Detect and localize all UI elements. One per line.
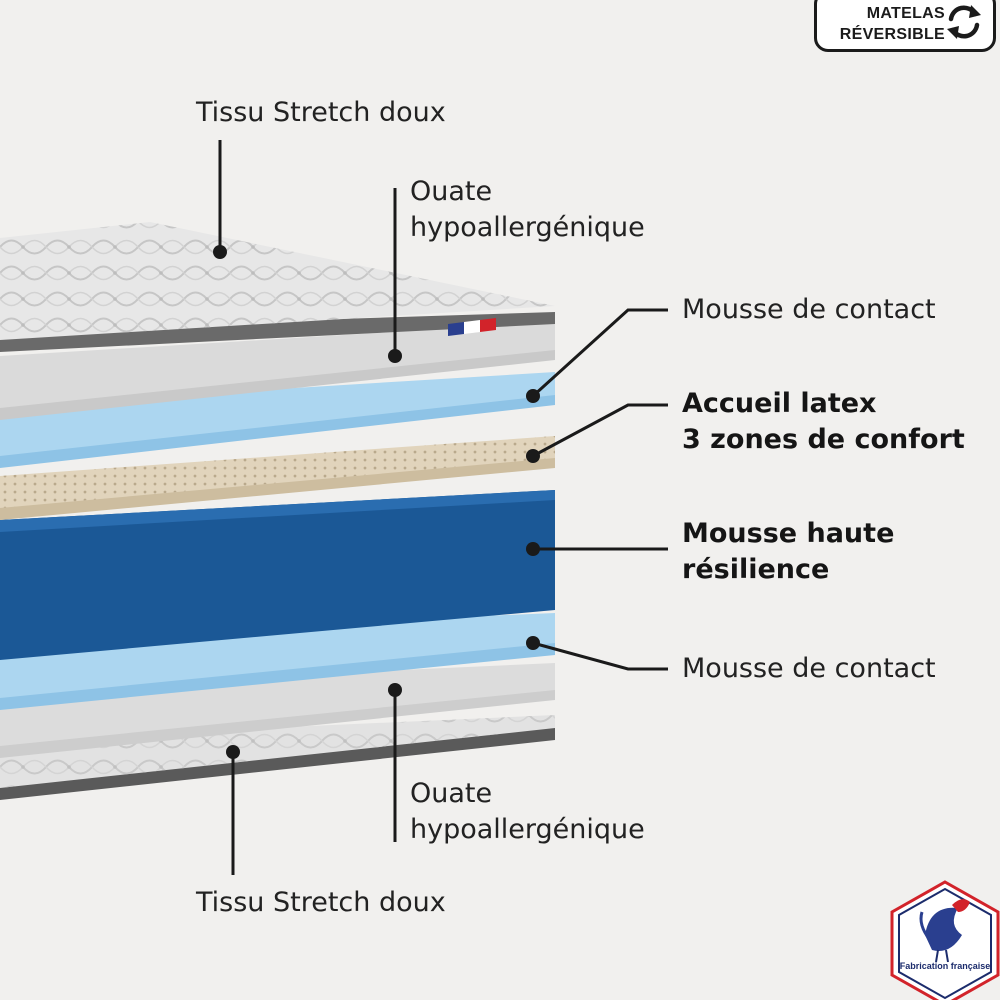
layer-top-tissu xyxy=(0,222,555,352)
rooster-icon xyxy=(919,899,970,963)
label-bottom-ouate: Ouate hypoallergénique xyxy=(410,776,645,848)
leader-lines xyxy=(218,140,668,875)
layer-accueil-latex xyxy=(0,436,555,520)
label-bottom-ouate-line-1: Ouate xyxy=(410,778,493,809)
leader-dots xyxy=(213,245,540,759)
label-top-ouate-line-1: Ouate xyxy=(410,176,493,207)
label-bottom-mousse-contact: Mousse de contact xyxy=(682,653,936,684)
label-top-ouate: Ouate hypoallergénique xyxy=(410,174,645,246)
label-bottom-tissu: Tissu Stretch doux xyxy=(196,887,446,918)
logo-caption: Fabrication française xyxy=(899,961,991,971)
label-top-ouate-line-2: hypoallergénique xyxy=(410,212,645,243)
label-haute-line-2: résilience xyxy=(682,554,830,585)
layer-top-mousse-contact xyxy=(0,372,555,468)
french-flag-tag xyxy=(448,318,496,336)
layer-bottom-tissu xyxy=(0,715,555,800)
fabrication-francaise-logo xyxy=(890,880,1000,1000)
layer-mousse-haute-resilience xyxy=(0,490,555,660)
label-accueil-latex: Accueil latex 3 zones de confort xyxy=(682,386,965,458)
label-latex-line-1: Accueil latex xyxy=(682,388,877,419)
refresh-icon xyxy=(947,5,981,39)
label-top-tissu: Tissu Stretch doux xyxy=(196,97,446,128)
leader-latex xyxy=(532,403,668,458)
label-mousse-haute-resilience: Mousse haute résilience xyxy=(682,516,894,588)
badge-line-1: MATELAS xyxy=(866,5,945,22)
leader-bottom-mousse-contact xyxy=(532,641,668,671)
leader-top-mousse-contact xyxy=(531,308,668,398)
reversible-badge: MATELAS RÉVERSIBLE xyxy=(814,0,996,52)
label-bottom-ouate-line-2: hypoallergénique xyxy=(410,814,645,845)
badge-line-2: RÉVERSIBLE xyxy=(839,26,945,43)
badge-text: MATELAS RÉVERSIBLE xyxy=(825,3,945,45)
label-latex-line-2: 3 zones de confort xyxy=(682,424,965,455)
label-top-mousse-contact: Mousse de contact xyxy=(682,294,936,325)
label-haute-line-1: Mousse haute xyxy=(682,518,895,549)
layer-top-ouate xyxy=(0,322,555,420)
